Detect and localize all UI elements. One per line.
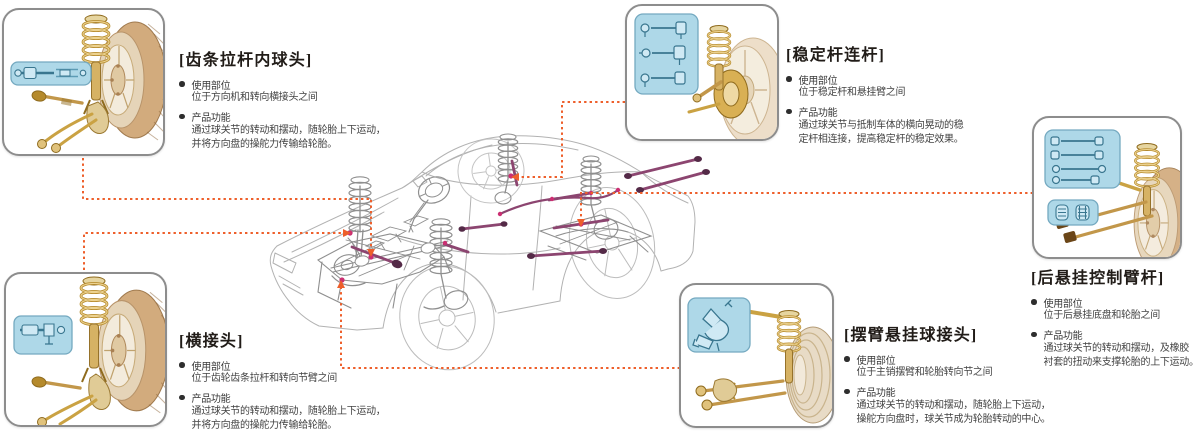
inset-bushing-diagram bbox=[1047, 199, 1099, 226]
part-photo-stabilizer-links bbox=[634, 13, 777, 139]
inset-cross-joint-diagram bbox=[13, 315, 73, 355]
bullet-icon bbox=[179, 394, 185, 401]
callout-text-rack-tie-rod: [齿条拉杆内球头] 使用部位 位于方向机和转向横接头之间 产品功能 通过球关节的… bbox=[179, 51, 386, 152]
bullet-icon bbox=[844, 388, 850, 395]
part-photo-wishbone-assembly bbox=[687, 297, 832, 424]
leader-lines bbox=[82, 101, 1033, 369]
bullet-icon bbox=[844, 356, 850, 362]
inset-control-arm-diagram bbox=[1044, 129, 1121, 189]
section-line: 位于主销摆臂和轮胎转向节之间 bbox=[856, 367, 993, 378]
bullet-icon bbox=[1031, 299, 1037, 305]
inset-stabilizer-links-diagram bbox=[634, 13, 699, 95]
callout-image-rear-control-arm bbox=[1032, 116, 1182, 259]
section-line: 操舵方向盘时，球关节成为轮胎转动的中心。 bbox=[856, 413, 1051, 425]
leader-arrow-icon bbox=[343, 229, 351, 237]
part-photo-rear-arms bbox=[1044, 129, 1180, 257]
callout-text-stabilizer-link: [稳定杆连杆] 使用部位 位于稳定杆和悬挂臂之间 产品功能 通过球关节与抵制车体… bbox=[786, 46, 964, 147]
section-line: 通过球关节与抵制车体的横向晃动的稳 bbox=[798, 119, 964, 131]
callout-image-cross-joint bbox=[4, 272, 167, 427]
callout-title: [摆臂悬挂球接头] bbox=[844, 327, 978, 344]
callout-image-stabilizer-link bbox=[625, 4, 779, 141]
section-label: 产品功能 bbox=[191, 394, 231, 405]
callout-title: [后悬挂控制臂杆] bbox=[1031, 270, 1165, 287]
section-label: 使用部位 bbox=[856, 355, 896, 367]
bullet-icon bbox=[1031, 331, 1037, 338]
section-line: 通过球关节的转动和摆动，及橡胶 bbox=[1043, 342, 1190, 354]
section-line: 位于稳定杆和悬挂臂之间 bbox=[798, 87, 906, 98]
suspension-parts bbox=[317, 133, 653, 310]
section-line: 并将方向盘的操舵力传输给轮胎。 bbox=[191, 138, 338, 150]
callout-title: [横接头] bbox=[179, 333, 244, 350]
section-label: 产品功能 bbox=[1043, 331, 1083, 342]
bullet-icon bbox=[786, 76, 792, 82]
callout-image-swing-arm-joint bbox=[679, 283, 834, 428]
section-line: 位于后悬挂底盘和轮胎之间 bbox=[1043, 310, 1161, 321]
section-line: 衬套的扭动来支撑轮胎的上下运动。 bbox=[1043, 356, 1200, 368]
section-label: 产品功能 bbox=[191, 113, 231, 124]
leader-rack-tie-rod bbox=[82, 158, 372, 249]
section-label: 使用部位 bbox=[191, 361, 231, 373]
callout-title: [齿条拉杆内球头] bbox=[179, 52, 313, 69]
bullet-icon bbox=[179, 362, 185, 368]
section-line: 定杆相连接，提高稳定杆的稳定效果。 bbox=[798, 133, 964, 145]
bullet-icon bbox=[179, 113, 185, 120]
highlighted-ball-joint-parts bbox=[339, 156, 710, 283]
leader-arrows bbox=[337, 173, 585, 288]
leader-cross-joint bbox=[83, 232, 343, 270]
section-line: 位于齿轮齿条拉杆和转向节臂之间 bbox=[191, 373, 338, 384]
section-line: 通过球关节的转动和摆动，随轮胎上下运动， bbox=[856, 399, 1051, 411]
section-label: 使用部位 bbox=[798, 75, 838, 87]
callout-text-rear-control-arm: [后悬挂控制臂杆] 使用部位 位于后悬挂底盘和轮胎之间 产品功能 通过球关节的转… bbox=[1031, 269, 1199, 370]
section-label: 产品功能 bbox=[798, 108, 838, 119]
bullet-icon bbox=[786, 108, 792, 115]
section-line: 通过球关节的转动和摆动，随轮胎上下运动， bbox=[191, 124, 386, 136]
callout-text-cross-joint: [横接头] 使用部位 位于齿轮齿条拉杆和转向节臂之间 产品功能 通过球关节的转动… bbox=[179, 332, 386, 431]
car-body-outline bbox=[269, 135, 696, 331]
part-photo-strut-assembly bbox=[10, 14, 163, 153]
inset-tie-rod-diagram bbox=[10, 61, 92, 86]
leader-arrow-icon bbox=[511, 173, 519, 181]
leader-stabilizer-link bbox=[519, 101, 625, 178]
bullet-icon bbox=[179, 81, 185, 87]
leader-arrow-icon bbox=[367, 249, 375, 257]
leader-rear-control-arm bbox=[580, 192, 1033, 219]
leader-swing-arm-joint bbox=[340, 288, 680, 369]
callout-image-rack-tie-rod bbox=[2, 8, 165, 156]
section-line: 并将方向盘的操舵力传输给轮胎。 bbox=[191, 419, 338, 431]
part-photo-strut-tie-rod bbox=[13, 276, 165, 425]
inset-ball-joint-diagram bbox=[687, 297, 751, 353]
section-line: 通过球关节的转动和摆动，随轮胎上下运动， bbox=[191, 405, 386, 417]
section-label: 使用部位 bbox=[1043, 298, 1083, 310]
leader-arrow-icon bbox=[337, 280, 345, 288]
callout-text-swing-arm-joint: [摆臂悬挂球接头] 使用部位 位于主销摆臂和轮胎转向节之间 产品功能 通过球关节… bbox=[844, 326, 1051, 427]
leader-arrow-icon bbox=[577, 219, 585, 227]
section-line: 位于方向机和转向横接头之间 bbox=[191, 92, 318, 103]
section-label: 使用部位 bbox=[191, 80, 231, 92]
section-label: 产品功能 bbox=[856, 388, 896, 399]
callout-title: [稳定杆连杆] bbox=[786, 47, 886, 64]
